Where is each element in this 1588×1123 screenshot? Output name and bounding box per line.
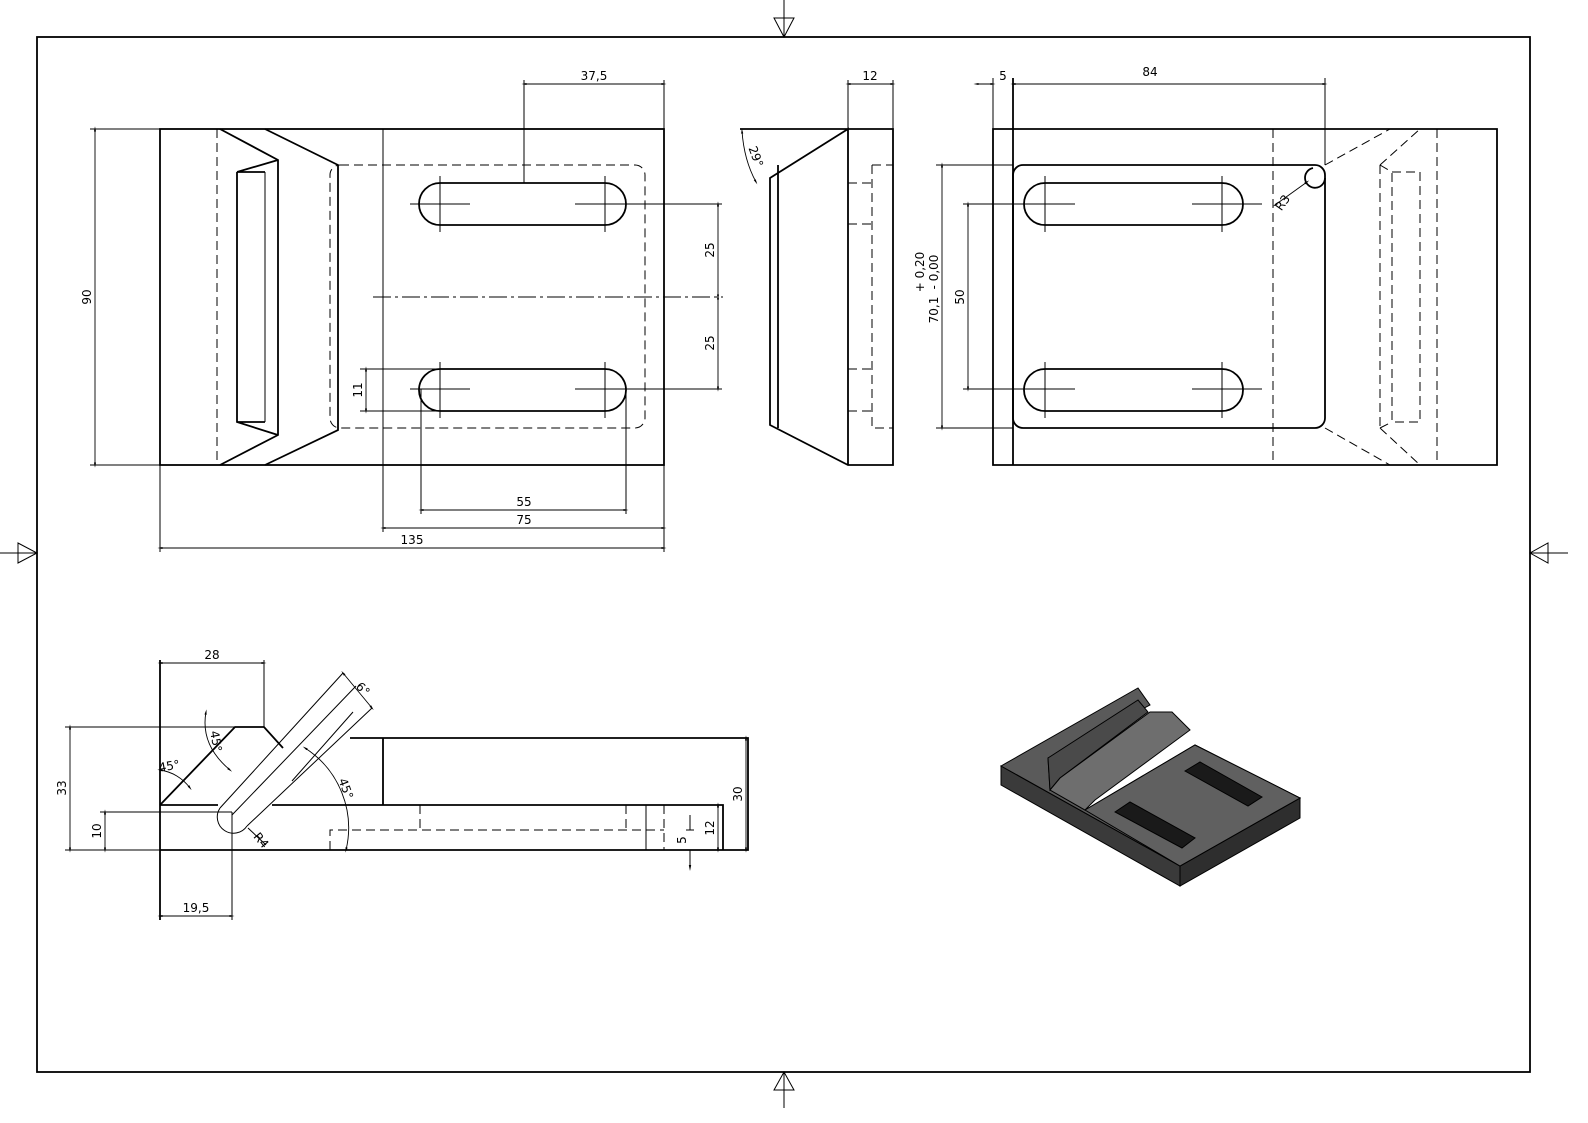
dim-6-deg: 6° [353, 679, 373, 699]
dim-135: 135 [401, 533, 424, 547]
dim-55: 55 [516, 495, 531, 509]
drawing-frame [0, 0, 1568, 1108]
dim-12: 12 [862, 69, 877, 83]
dim-11: 11 [351, 382, 365, 397]
dim-28: 28 [204, 648, 219, 662]
dim-29-deg: 29° [746, 144, 766, 169]
center-mark-bottom [773, 1070, 795, 1108]
dim-84: 84 [1142, 65, 1157, 79]
center-mark-right [1528, 542, 1568, 564]
dim-50: 50 [953, 289, 967, 304]
dim-tol-lower: - 0,00 [927, 255, 941, 290]
dim-5-recess: 5 [675, 836, 689, 844]
section-view: 28 45° 45° 45° 6° 33 10 R4 19,5 30 12 5 [55, 648, 749, 920]
dim-70-1: 70,1 [927, 297, 941, 324]
dim-75: 75 [516, 513, 531, 527]
dim-45-inner: 45° [207, 730, 224, 753]
dim-10: 10 [90, 823, 104, 838]
side-view: 12 29° [740, 69, 896, 466]
dim-30: 30 [731, 786, 745, 801]
dim-37-5: 37,5 [581, 69, 608, 83]
dim-45-rod: 45° [336, 776, 356, 801]
dim-19-5: 19,5 [183, 901, 210, 915]
right-view: 5 84 R3 70,1 + 0,20 - 0,00 50 [913, 65, 1498, 466]
dim-25-upper: 25 [703, 242, 717, 257]
dim-5: 5 [999, 69, 1007, 83]
center-mark-left [0, 542, 39, 564]
dim-r3: R3 [1272, 192, 1293, 213]
isometric-view [999, 687, 1302, 887]
dim-tol-upper: + 0,20 [913, 252, 927, 293]
dim-90: 90 [80, 289, 94, 304]
dim-33: 33 [55, 780, 69, 795]
front-view: 37,5 90 25 25 11 55 75 135 [80, 69, 723, 552]
slot-lower [418, 368, 627, 412]
dim-45-chamfer: 45° [158, 757, 181, 774]
center-mark-top [773, 0, 795, 39]
dim-12-plate: 12 [703, 820, 717, 835]
dim-25-lower: 25 [703, 335, 717, 350]
